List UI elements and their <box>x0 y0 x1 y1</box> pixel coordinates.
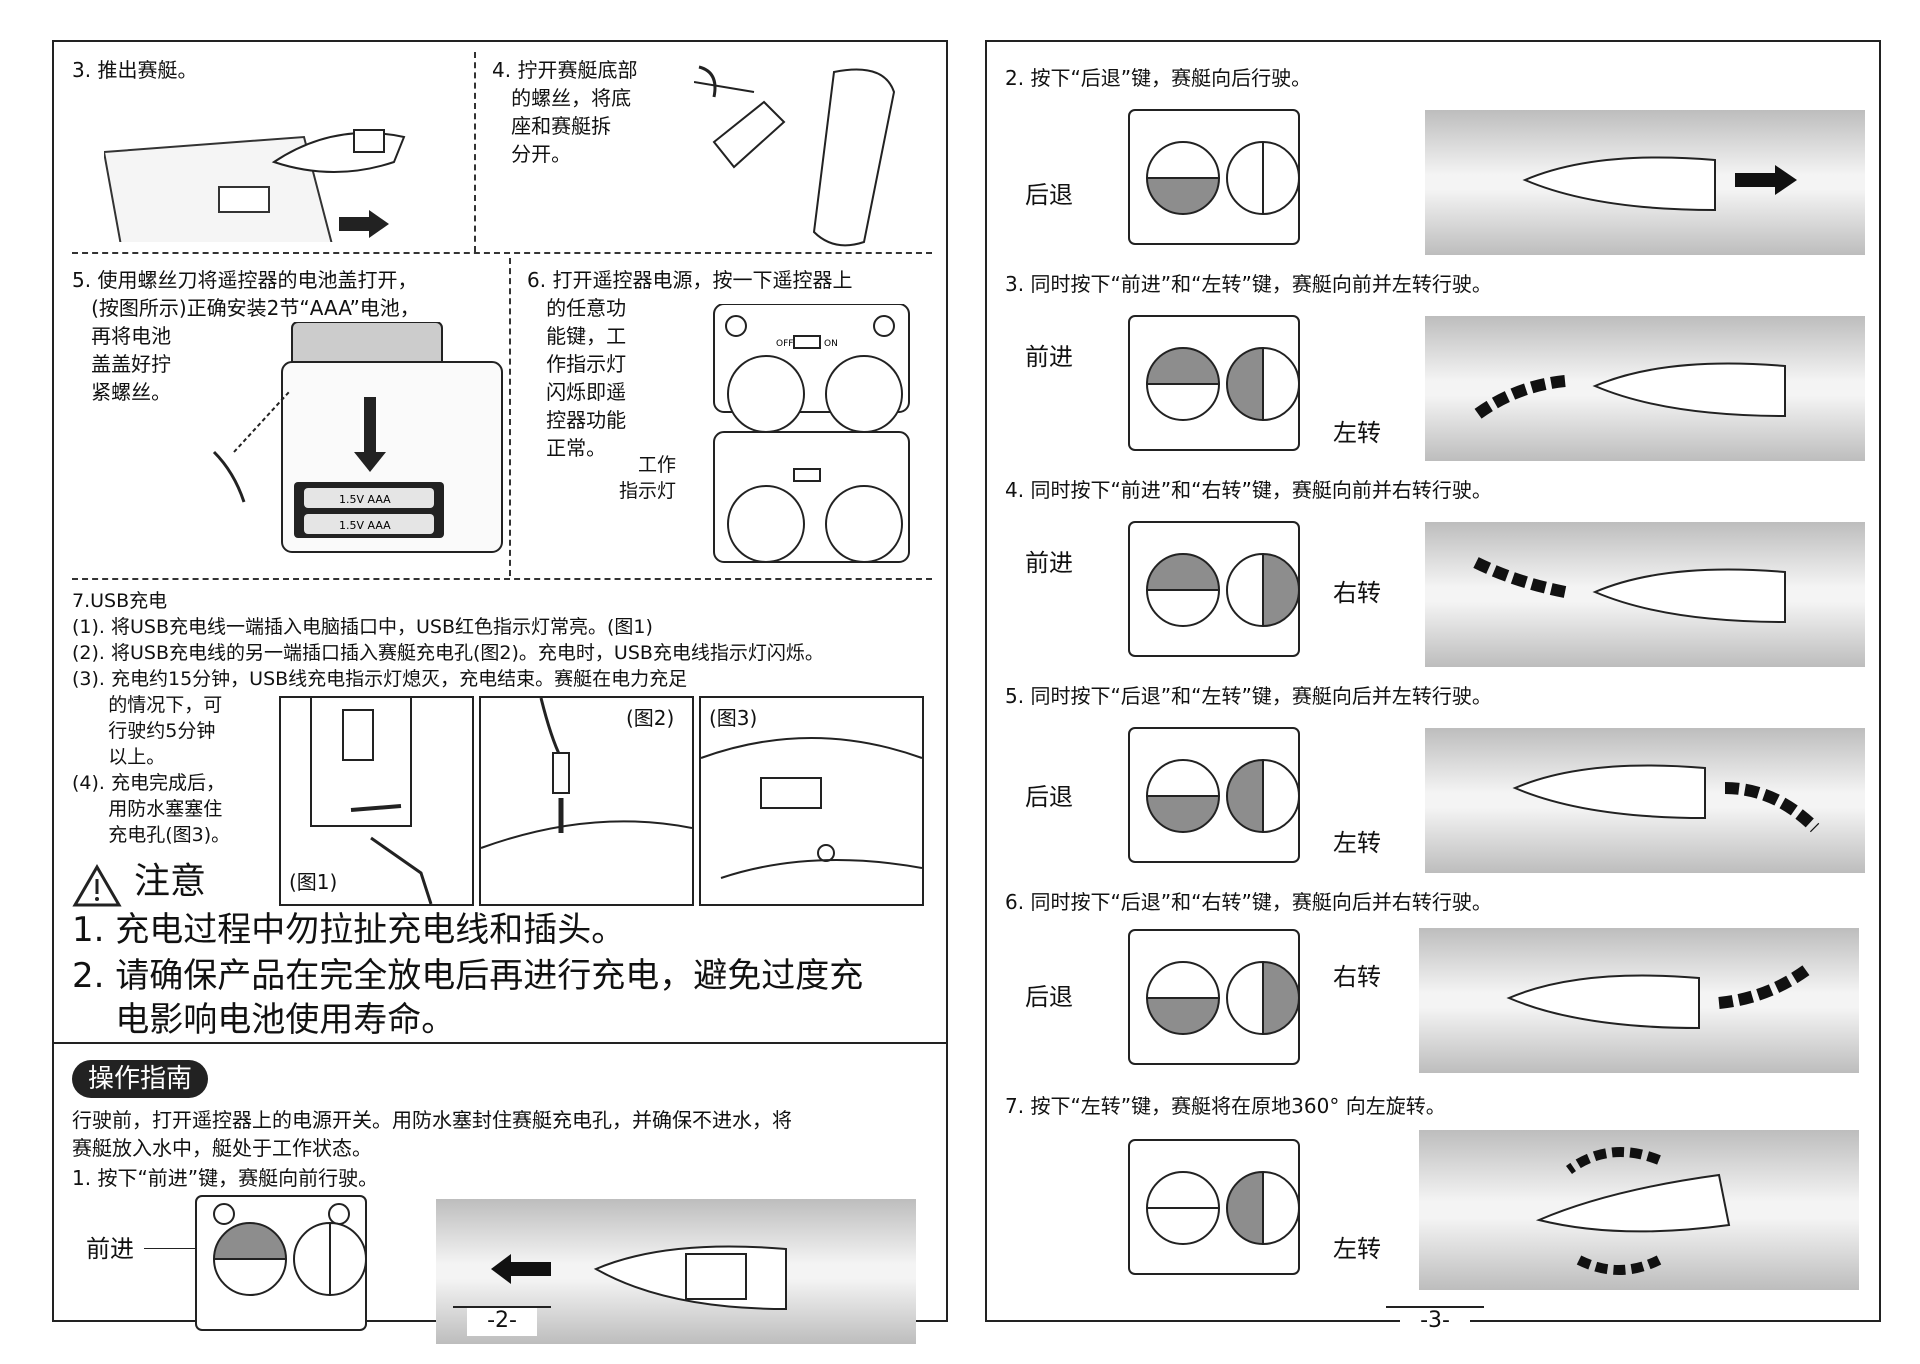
step5-right-text: 5. 同时按下“后退”和“左转”键，赛艇向后并左转行驶。 <box>1005 684 1492 708</box>
boat-back-scene <box>1425 110 1865 255</box>
battery-label-2: 1.5V AAA <box>339 519 391 532</box>
caution-item-1: 1. 充电过程中勿拉扯充电线和插头。 <box>72 910 626 950</box>
figure-1: (图1) <box>279 695 474 906</box>
divider-vertical-1 <box>474 52 476 252</box>
label-back-6: 后退 <box>1025 983 1073 1011</box>
page-number-left: -2- <box>453 1306 551 1336</box>
divider-horizontal-1 <box>72 252 932 254</box>
manual-page-2: 3. 推出赛艇。 4. 拧开赛艇底部 的螺丝，将底 座和赛艇拆 分开。 5. 使… <box>52 40 948 1344</box>
divider-vertical-2 <box>509 258 511 576</box>
figure-2: (图2) <box>479 696 694 906</box>
label-back-5: 后退 <box>1025 783 1073 811</box>
figure-3-caption: (图3) <box>709 706 758 730</box>
usb-step-2: (2). 将USB充电线的另一端插口插入赛艇充电孔(图2)。充电时，USB充电线… <box>72 642 824 664</box>
guide-step-1: 1. 按下“前进”键，赛艇向前行驶。 <box>72 1166 379 1190</box>
caution-item-2: 2. 请确保产品在完全放电后再进行充电，避免过度充 电影响电池使用寿命。 <box>72 956 864 1040</box>
step5-text: 5. 使用螺丝刀将遥控器的电池盖打开， (按图所示)正确安装2节“AAA”电池，… <box>72 268 420 404</box>
battery-label-1: 1.5V AAA <box>339 493 391 506</box>
remove-screw-illustration <box>694 65 896 247</box>
label-forward-4: 前进 <box>1025 549 1073 577</box>
step3-text: 3. 推出赛艇。 <box>72 58 198 82</box>
step4-right-text: 4. 同时按下“前进”和“右转”键，赛艇向前并右转行驶。 <box>1005 478 1492 502</box>
off-label: OFF <box>776 339 793 349</box>
remote-left-illustration <box>1128 1139 1300 1275</box>
guide-title-badge: 操作指南 <box>72 1060 209 1098</box>
step2-text: 2. 按下“后退”键，赛艇向后行驶。 <box>1005 66 1312 90</box>
section-divider <box>54 1042 946 1044</box>
warning-icon <box>72 864 122 907</box>
figure-3: (图3) <box>699 696 924 906</box>
label-right-4: 右转 <box>1333 579 1381 607</box>
usb-step-3-cont: 的情况下，可 行驶约5分钟 以上。 <box>108 694 223 768</box>
remote-back-right-illustration <box>1128 929 1300 1065</box>
caution-title: 注意 <box>134 861 207 902</box>
remote-forward-illustration <box>195 1195 368 1331</box>
push-boat-illustration <box>104 129 406 242</box>
label-left-5: 左转 <box>1333 829 1381 857</box>
divider-horizontal-2 <box>72 578 932 580</box>
label-left-3: 左转 <box>1333 419 1381 447</box>
label-back-2: 后退 <box>1025 181 1073 209</box>
usb-step-3: (3). 充电约15分钟，USB线充电指示灯熄灭，充电结束。赛艇在电力充足 <box>72 668 688 690</box>
boat-back-left-scene <box>1425 728 1865 873</box>
usb-step-1: (1). 将USB充电线一端插入电脑插口中，USB红色指示灯常亮。(图1) <box>72 616 653 638</box>
remote-back-left-illustration <box>1128 727 1300 863</box>
leader-line <box>144 1248 214 1249</box>
boat-forward-left-scene <box>1425 316 1865 461</box>
figure-2-caption: (图2) <box>626 706 675 730</box>
step7-right-text: 7. 按下“左转”键，赛艇将在原地360° 向左旋转。 <box>1005 1094 1446 1118</box>
battery-install-illustration: 1.5V AAA 1.5V AAA <box>212 322 503 553</box>
on-label: ON <box>824 339 838 349</box>
remote-forward-right-illustration <box>1128 521 1300 657</box>
step4-text: 4. 拧开赛艇底部 的螺丝，将底 座和赛艇拆 分开。 <box>492 58 638 166</box>
figure-1-caption: (图1) <box>289 870 338 894</box>
boat-back-right-scene <box>1419 928 1859 1073</box>
boat-spin-left-scene <box>1419 1130 1859 1290</box>
boat-forward-right-scene <box>1425 522 1865 667</box>
remote-power-illustration: OFF ON <box>713 304 910 563</box>
label-forward-left: 前进 <box>86 1235 134 1263</box>
label-left-7: 左转 <box>1333 1235 1381 1263</box>
usb-title: 7.USB充电 <box>72 590 168 612</box>
step6-right-text: 6. 同时按下“后退”和“右转”键，赛艇向后并右转行驶。 <box>1005 890 1492 914</box>
remote-forward-left-illustration <box>1128 315 1300 451</box>
step3-right-text: 3. 同时按下“前进”和“左转”键，赛艇向前并左转行驶。 <box>1005 272 1492 296</box>
label-forward-3: 前进 <box>1025 343 1073 371</box>
page-number-right: -3- <box>1386 1306 1484 1336</box>
step6-text: 6. 打开遥控器电源，按一下遥控器上 的任意功 能键，工 作指示灯 闪烁即遥 控… <box>527 268 853 460</box>
label-right-6: 右转 <box>1333 963 1381 991</box>
usb-step-4: (4). 充电完成后， 用防水塞塞住 充电孔(图3)。 <box>72 772 231 846</box>
manual-page-3: 2. 按下“后退”键，赛艇向后行驶。 后退 3. 同时按下“前进”和“左转”键，… <box>985 40 1881 1336</box>
guide-text: 行驶前，打开遥控器上的电源开关。用防水塞封住赛艇充电孔，并确保不进水，将 赛艇放… <box>72 1108 792 1160</box>
remote-back-illustration <box>1128 109 1300 245</box>
indicator-label: 工作 指示灯 <box>619 454 677 502</box>
